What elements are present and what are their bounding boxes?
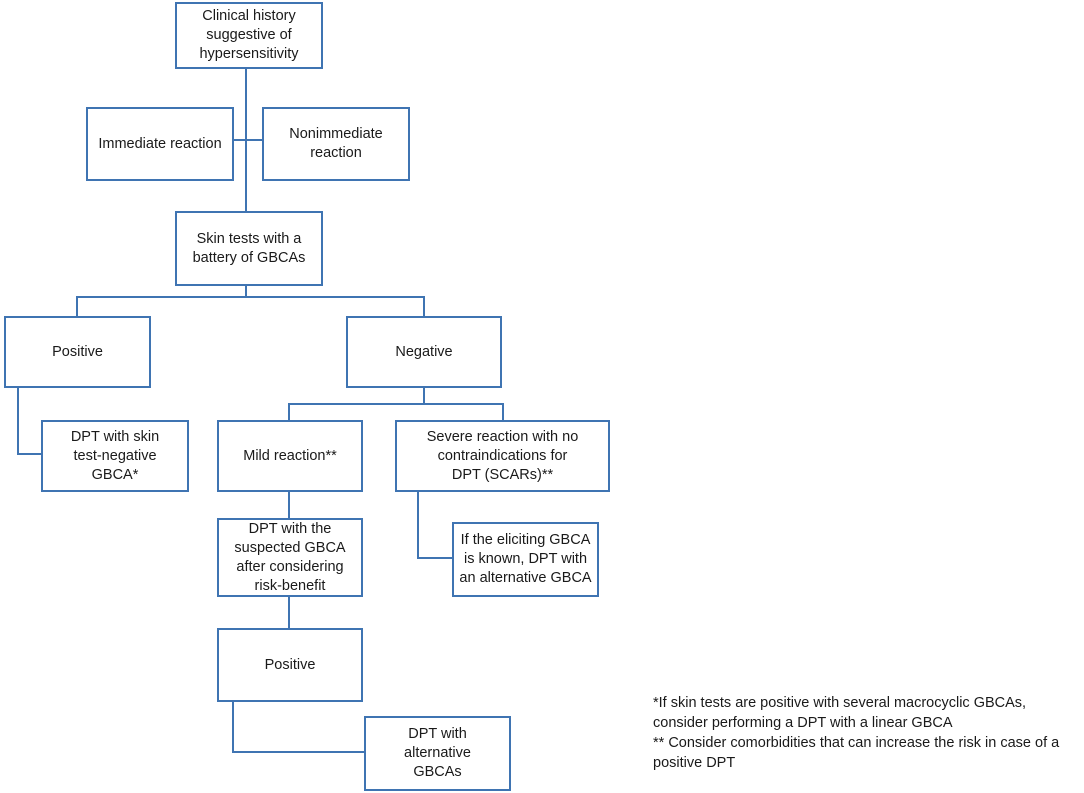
footnotes: *If skin tests are positive with several… [653, 693, 1083, 773]
node-dpt-alternative: DPT with alternative GBCAs [364, 716, 511, 791]
node-mild-reaction: Mild reaction** [217, 420, 363, 492]
node-negative-skin-test-label: Negative [395, 343, 453, 360]
node-eliciting-known: If the eliciting GBCA is known, DPT with… [452, 522, 599, 597]
footnote-comorbidities: ** Consider comorbidities that can incre… [653, 735, 1060, 771]
node-nonimmediate-reaction-label: Nonimmediate reaction [289, 126, 383, 161]
node-dpt-alternative-label: DPT with alternative GBCAs [404, 726, 471, 780]
connector-negative-split [288, 387, 504, 420]
node-dpt-skin-test-negative: DPT with skin test-negative GBCA* [41, 420, 189, 492]
node-positive-skin-test-label: Positive [52, 343, 103, 360]
node-immediate-reaction: Immediate reaction [86, 107, 234, 181]
node-severe-reaction: Severe reaction with no contraindication… [395, 420, 610, 492]
node-negative-skin-test: Negative [346, 316, 502, 388]
node-mild-reaction-label: Mild reaction** [243, 447, 337, 464]
node-positive-skin-test: Positive [4, 316, 151, 388]
node-immediate-reaction-label: Immediate reaction [98, 135, 222, 152]
footnote-macrocyclic: *If skin tests are positive with several… [653, 695, 1027, 731]
connector-severe-to-eliciting [417, 492, 452, 559]
node-skin-tests-label: Skin tests with a battery of GBCAs [192, 230, 306, 266]
node-skin-tests: Skin tests with a battery of GBCAs [175, 211, 323, 286]
node-positive-dpt: Positive [217, 628, 363, 702]
connector-positive-to-dpt [17, 387, 41, 455]
node-clinical-history: Clinical history suggestive of hypersens… [175, 2, 323, 69]
node-dpt-suspected: DPT with the suspected GBCA after consid… [217, 518, 363, 597]
connector-positive-to-alternative [232, 702, 364, 753]
node-dpt-suspected-label: DPT with the suspected GBCA after consid… [234, 520, 346, 594]
node-dpt-skin-test-negative-label: DPT with skin test-negative GBCA* [70, 428, 160, 483]
connector-skin-tests-split [76, 286, 425, 316]
node-clinical-history-label: Clinical history suggestive of hypersens… [199, 8, 299, 62]
node-severe-reaction-label: Severe reaction with no contraindication… [426, 428, 579, 483]
node-positive-dpt-label: Positive [264, 656, 316, 673]
node-eliciting-known-label: If the eliciting GBCA is known, DPT with… [459, 532, 592, 586]
node-nonimmediate-reaction: Nonimmediate reaction [262, 107, 410, 181]
